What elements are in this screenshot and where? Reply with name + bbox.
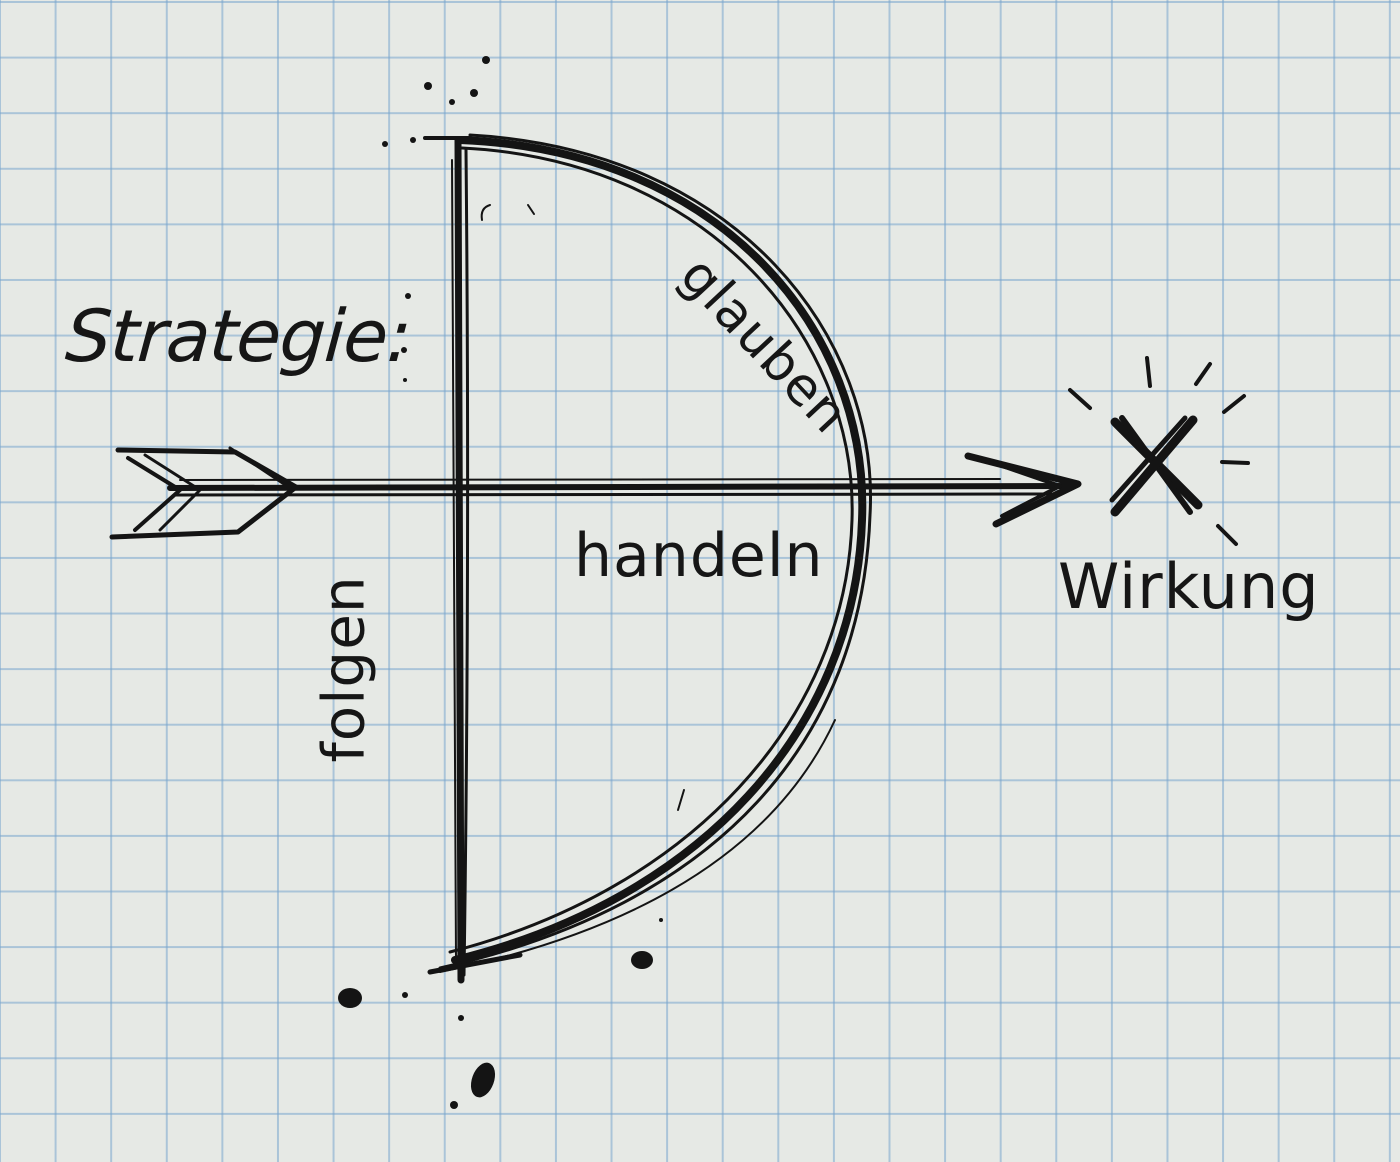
ink-splatters bbox=[338, 56, 685, 1109]
strategy-label: Strategie: bbox=[63, 294, 414, 378]
spark-lines bbox=[1068, 356, 1250, 546]
effect-label: Wirkung bbox=[1058, 550, 1320, 623]
x-target-icon bbox=[1068, 356, 1250, 546]
act-label: handeln bbox=[574, 521, 824, 591]
arrow-icon bbox=[109, 446, 1082, 540]
bow-string bbox=[451, 136, 470, 984]
bow-icon bbox=[423, 133, 872, 975]
follow-label: folgen bbox=[309, 575, 378, 763]
